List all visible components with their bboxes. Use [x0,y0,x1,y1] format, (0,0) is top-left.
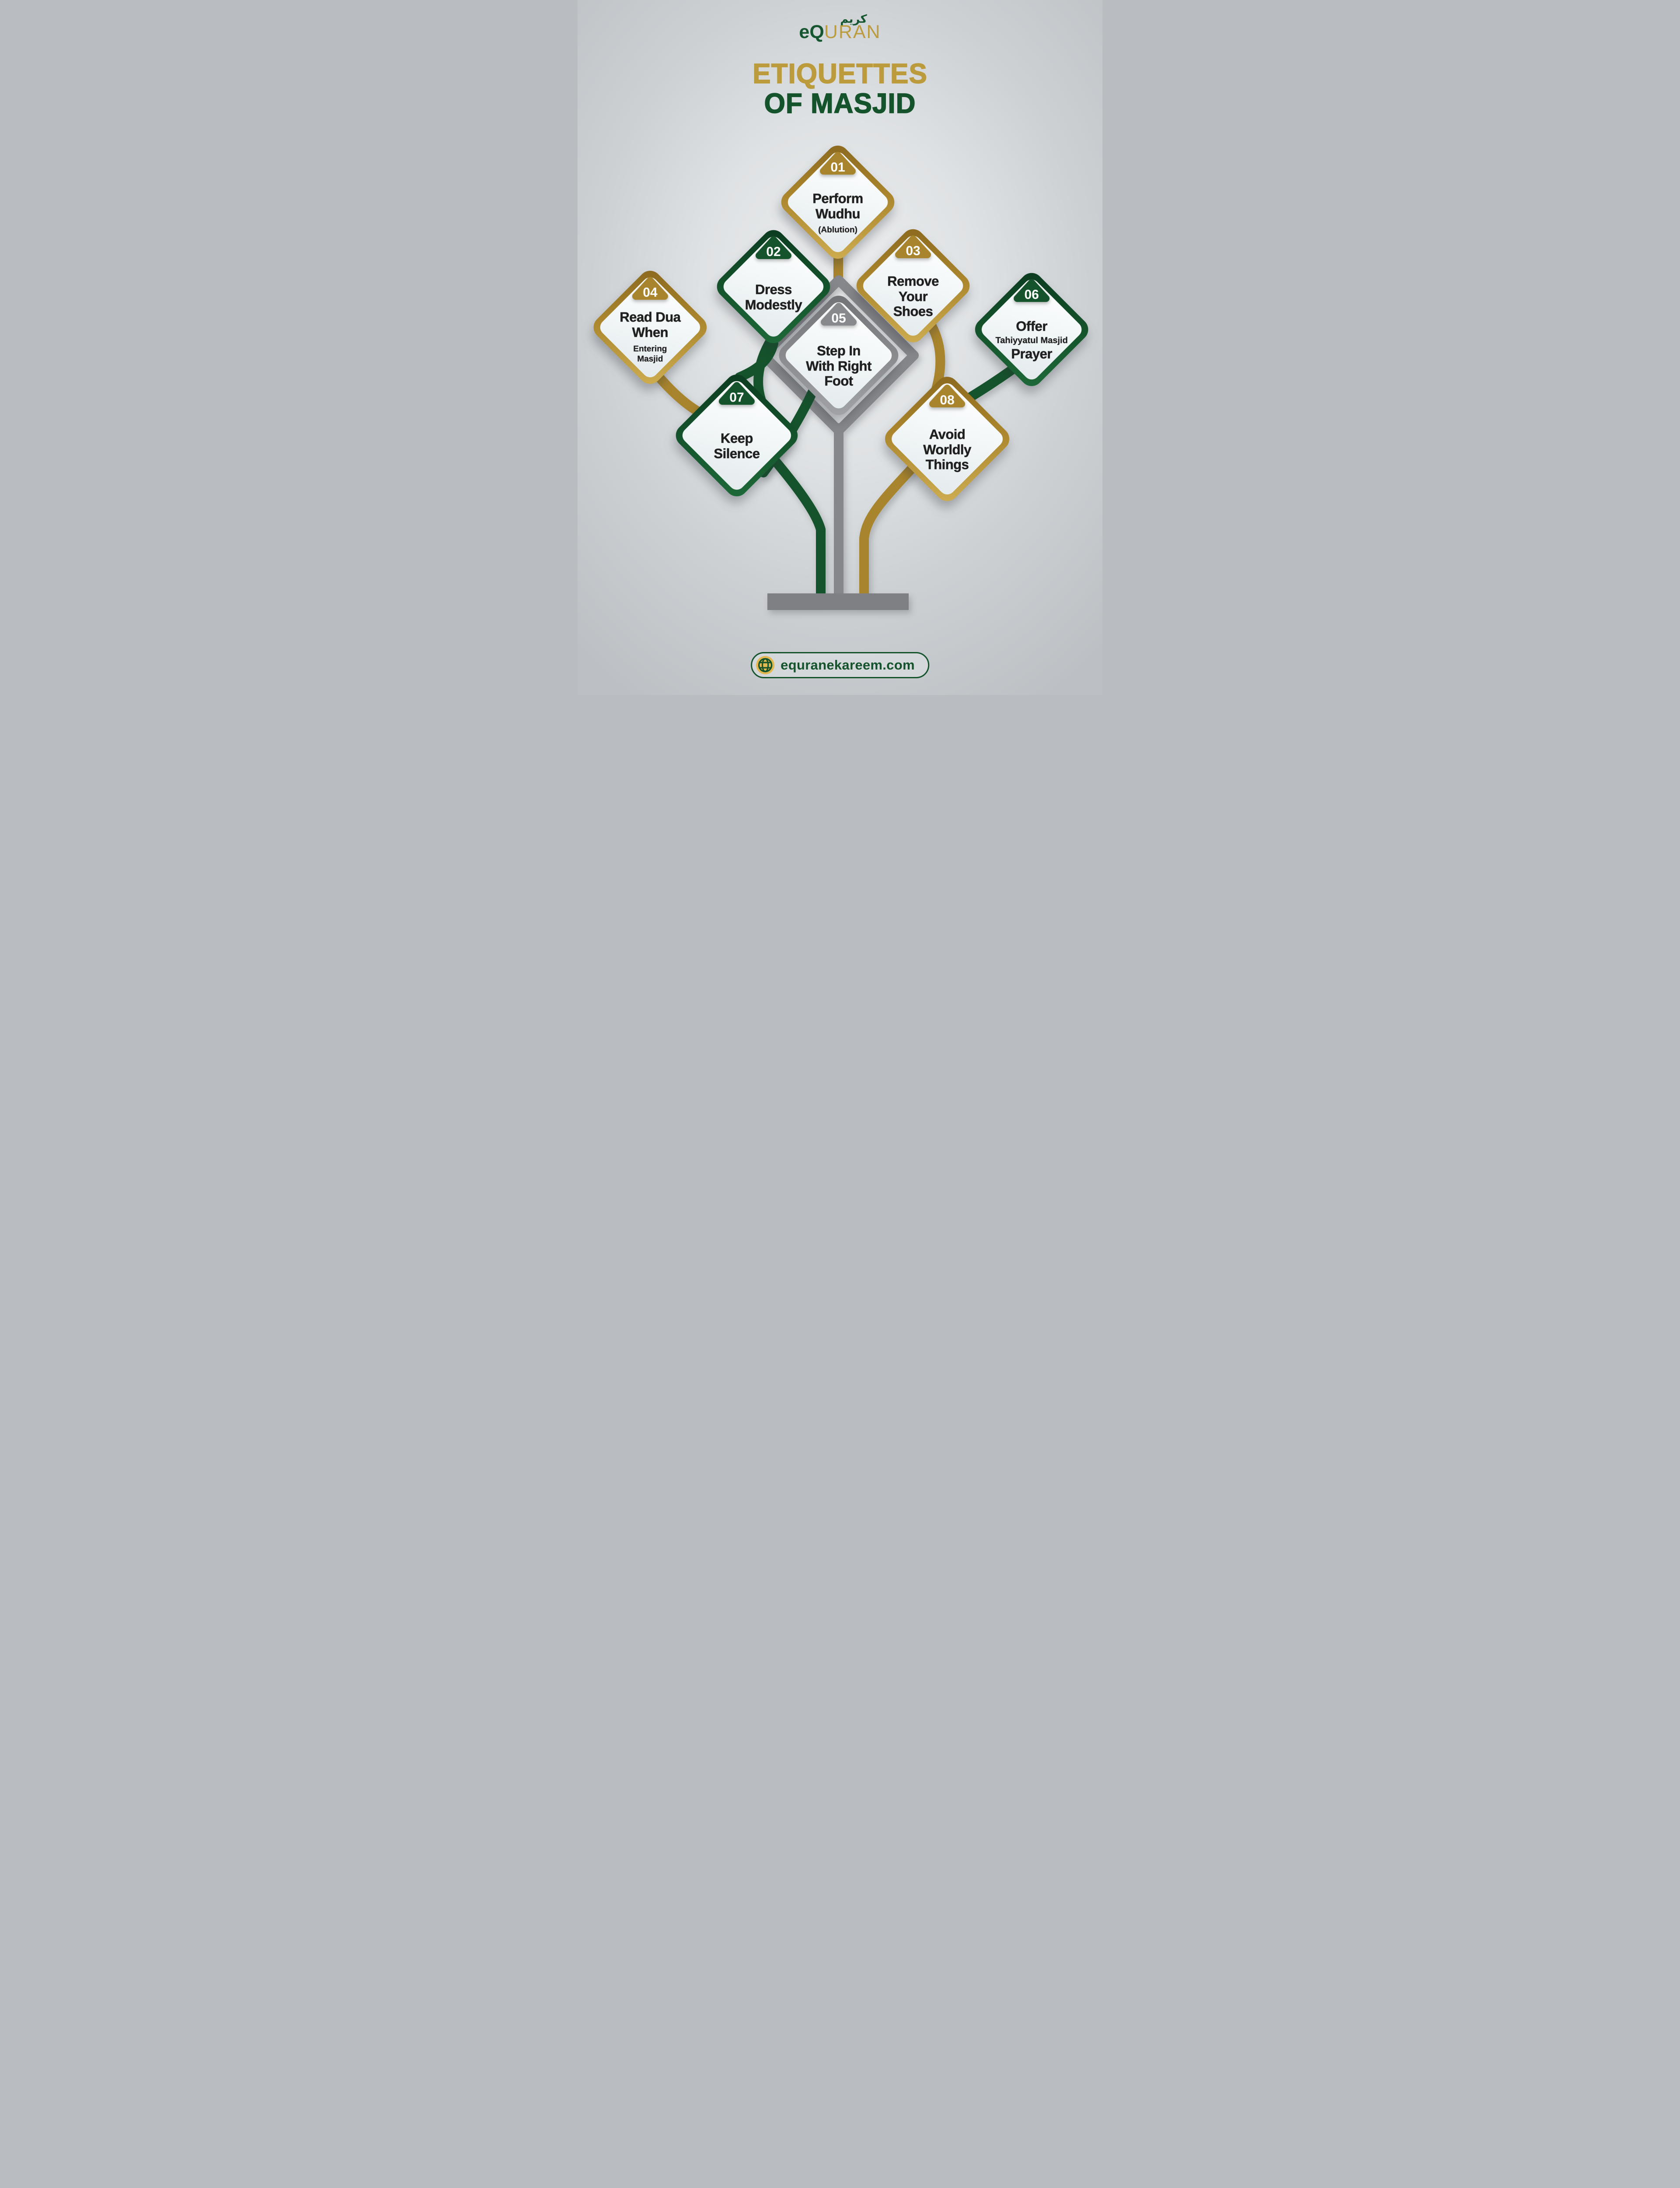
badge-triangle-icon [895,235,931,258]
website-pill[interactable]: equranekareem.com [751,652,929,678]
badge-triangle-icon [632,277,668,300]
card-05-content: 05 Step In With Right Foot [793,302,884,401]
card-08-line2: Worldly [923,442,971,457]
card-08-number-badge: 08 [926,382,968,409]
globe-icon [756,656,775,674]
card-03-remove-your-shoes: 03 Remove Your Shoes [851,224,975,347]
card-06-content: 06 Offer Tahiyyatul Masjid Prayer [988,279,1075,373]
card-04-content: 04 Read Dua When Entering Masjid [607,277,693,371]
card-04-read-dua: 04 Read Dua When Entering Masjid [588,266,712,389]
card-05-number: 05 [831,311,846,326]
card-06-line1: Offer [1016,319,1047,334]
branch-stem-green [767,452,826,602]
card-06-tahiyyatul-masjid-prayer: 06 Offer Tahiyyatul Masjid Prayer [970,268,1093,391]
equran-logo: كريم eQURAN [799,13,881,42]
card-07-keep-silence: 07 Keep Silence [671,370,802,501]
card-06-line2: Tahiyyatul Masjid [995,336,1068,345]
website-url: equranekareem.com [780,657,915,673]
page-title-line2: OF MASJID [764,87,916,119]
card-05-line2: With Right [806,358,872,374]
card-02-number-badge: 02 [752,234,794,261]
logo-letter-e: e [799,21,810,42]
card-04-line2: When [632,324,668,340]
card-04-number: 04 [643,285,658,300]
logo-arabic-wordmark: كريم [840,12,867,25]
card-07-line2: Silence [714,446,760,462]
card-03-number: 03 [906,244,920,258]
card-08-content: 08 Avoid Worldly Things [900,385,994,486]
card-03-line2: Your [898,288,928,304]
card-07-content: 07 Keep Silence [690,382,783,482]
card-01-number-badge: 01 [817,149,859,176]
card-01-perform-wudhu: 01 Perform Wudhu (Ablution) [776,140,900,264]
tree-base-bar [767,593,909,610]
card-08-line1: Avoid [929,426,966,442]
card-02-dress-modestly: 02 Dress Modestly [712,225,835,348]
card-04-number-badge: 04 [629,274,671,302]
card-08-line3: Things [925,457,969,473]
card-03-content: 03 Remove Your Shoes [870,235,956,329]
card-04-sub1: Entering [633,344,667,354]
card-06-number-badge: 06 [1011,277,1053,304]
card-05-line3: Foot [824,373,853,389]
card-01-line1: Perform [812,191,863,207]
card-05-step-in-right-foot: 05 Step In With Right Foot [774,291,903,420]
logo-latin-wordmark: eQURAN [799,23,881,42]
card-01-number: 01 [830,160,845,175]
branch-stem-gold [859,460,920,602]
logo-letter-q: Q [809,21,824,42]
card-03-line1: Remove [887,273,939,289]
card-03-line3: Shoes [893,304,933,319]
page-title: ETIQUETTES OF MASJID [585,58,1095,119]
footer: equranekareem.com [751,652,929,678]
card-05-line1: Step In [817,343,861,359]
badge-triangle-icon [756,236,791,259]
card-07-number-badge: 07 [716,379,758,407]
infographic-poster: كريم eQURAN ETIQUETTES OF MASJID 01 Perf [578,0,1102,695]
card-08-avoid-worldly-things: 08 Avoid Worldly Things [880,372,1014,506]
badge-triangle-icon [1014,279,1050,302]
card-06-number: 06 [1024,288,1039,302]
card-04-sub2: Masjid [637,354,663,364]
card-04-line1: Read Dua [620,309,681,325]
card-06-line3: Prayer [1011,346,1052,362]
card-01-sub: (Ablution) [818,225,858,235]
card-05-number-badge: 05 [818,300,860,327]
card-02-line1: Dress [755,282,792,298]
header: كريم eQURAN ETIQUETTES OF MASJID [578,0,1102,119]
card-07-number: 07 [729,390,744,405]
logo-letters-uran: URAN [824,21,881,42]
card-01-line2: Wudhu [816,206,860,222]
card-01-content: 01 Perform Wudhu (Ablution) [794,152,881,245]
card-02-number: 02 [766,245,781,259]
badge-triangle-icon [820,152,856,175]
page-title-line1: ETIQUETTES [752,58,928,89]
card-03-number-badge: 03 [892,233,934,260]
card-08-number: 08 [940,393,955,407]
badge-triangle-icon [929,385,965,407]
badge-triangle-icon [719,382,755,405]
card-02-content: 02 Dress Modestly [730,236,817,330]
card-07-line1: Keep [721,431,753,446]
badge-triangle-icon [821,302,857,326]
